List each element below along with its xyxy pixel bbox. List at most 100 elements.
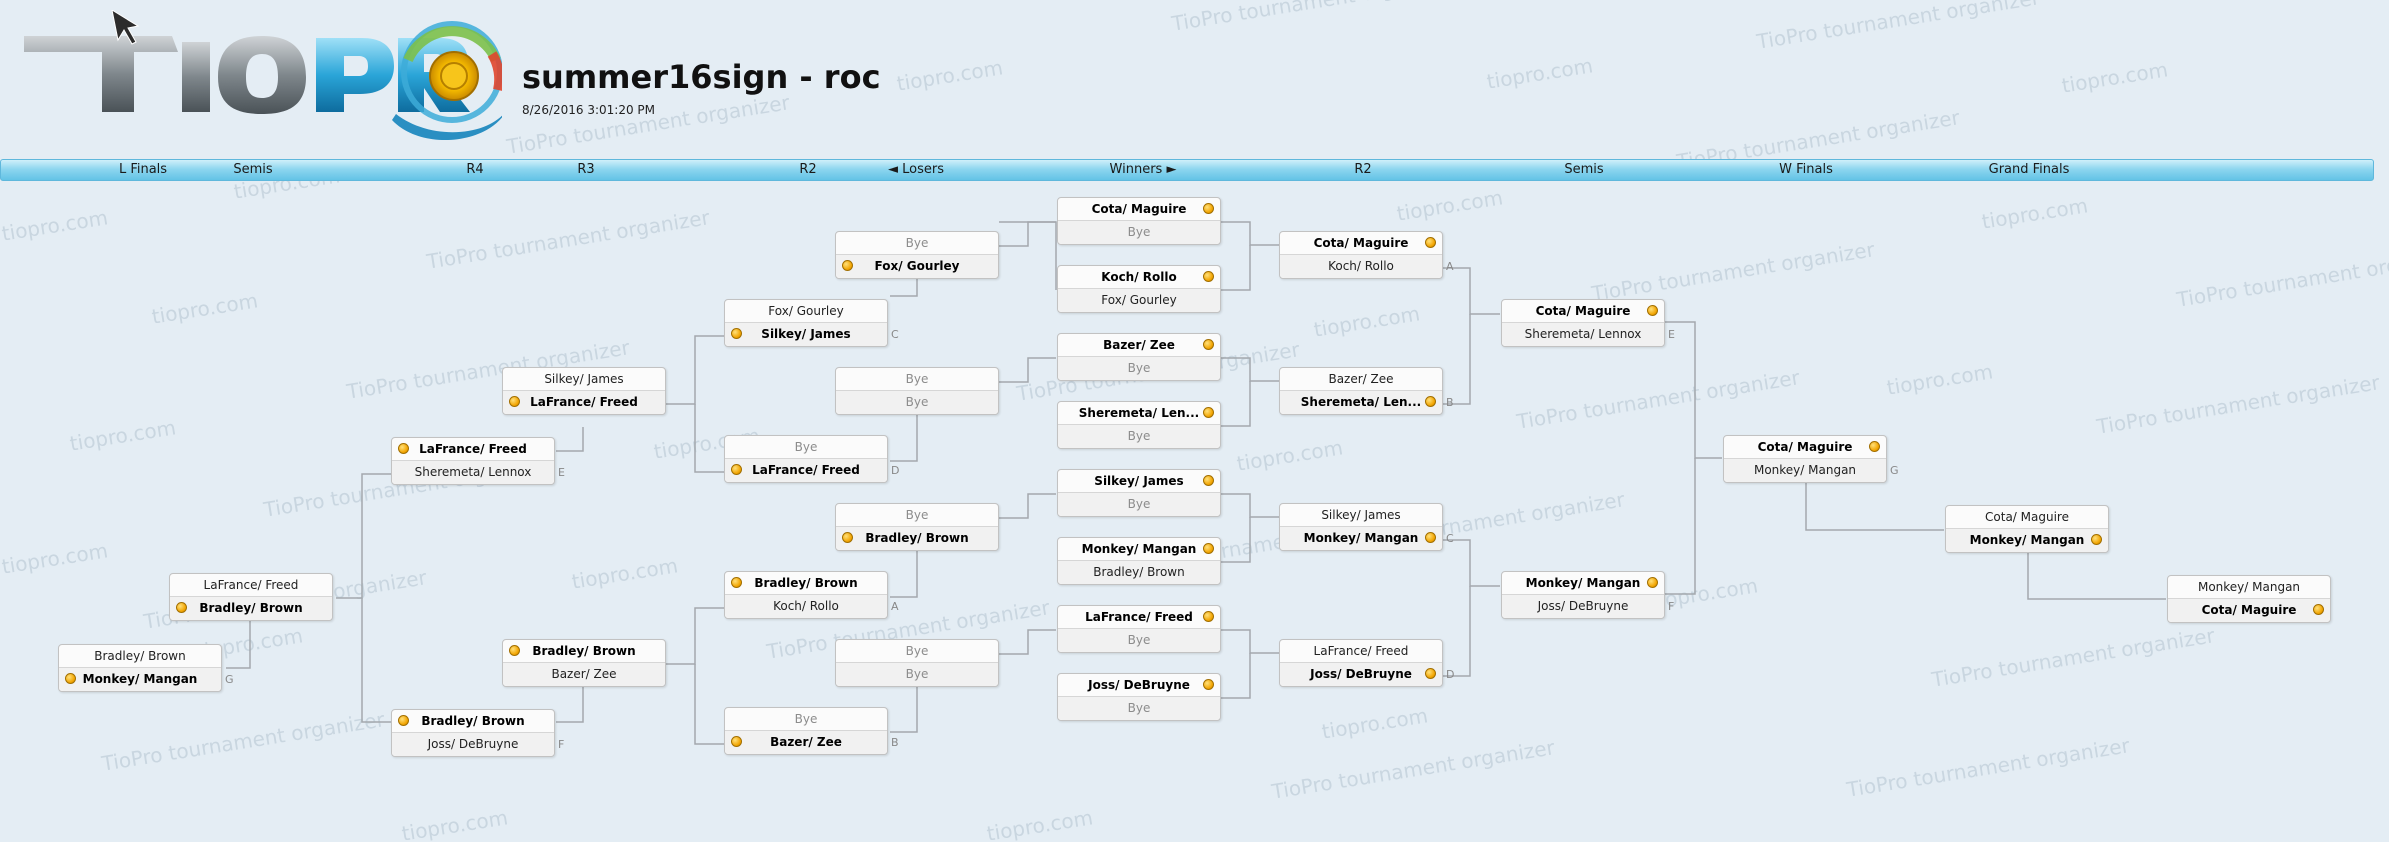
team-slot-bottom[interactable]: Bradley/ Brown	[170, 597, 332, 620]
team-slot-bottom[interactable]: Monkey/ Mangan	[1946, 529, 2108, 552]
team-slot-top[interactable]: Cota/ Maguire	[1946, 506, 2108, 529]
team-slot-top[interactable]: Bye	[725, 436, 887, 459]
team-name: Bye	[1127, 701, 1151, 715]
team-slot-bottom[interactable]: Silkey/ James	[725, 323, 887, 346]
team-slot-bottom[interactable]: Joss/ DeBruyne	[1280, 663, 1442, 686]
team-slot-bottom[interactable]: Joss/ DeBruyne	[392, 733, 554, 756]
team-slot-top[interactable]: Cota/ Maguire	[1058, 198, 1220, 221]
team-slot-bottom[interactable]: Bye	[836, 391, 998, 414]
team-slot-top[interactable]: Bazer/ Zee	[1058, 334, 1220, 357]
team-slot-top[interactable]: Bye	[836, 368, 998, 391]
team-slot-bottom[interactable]: Monkey/ Mangan	[59, 668, 221, 691]
team-slot-top[interactable]: Fox/ Gourley	[725, 300, 887, 323]
team-name: Joss/ DeBruyne	[1088, 678, 1190, 692]
team-slot-top[interactable]: Silkey/ James	[1058, 470, 1220, 493]
team-slot-top[interactable]: LaFrance/ Freed	[392, 438, 554, 461]
team-slot-bottom[interactable]: Sheremeta/ Lennox	[1502, 323, 1664, 346]
team-slot-top[interactable]: Joss/ DeBruyne	[1058, 674, 1220, 697]
team-slot-top[interactable]: Bye	[836, 504, 998, 527]
team-slot-bottom[interactable]: Monkey/ Mangan	[1280, 527, 1442, 550]
team-slot-bottom[interactable]: Cota/ Maguire	[2168, 599, 2330, 622]
team-slot-bottom[interactable]: Joss/ DeBruyne	[1502, 595, 1664, 618]
match-card[interactable]: Sheremeta/ Len...Bye	[1057, 401, 1221, 449]
team-slot-top[interactable]: LaFrance/ Freed	[170, 574, 332, 597]
team-slot-top[interactable]: Bye	[836, 232, 998, 255]
team-slot-top[interactable]: Cota/ Maguire	[1502, 300, 1664, 323]
team-slot-bottom[interactable]: LaFrance/ Freed	[503, 391, 665, 414]
team-slot-top[interactable]: Bye	[836, 640, 998, 663]
team-slot-bottom[interactable]: Bazer/ Zee	[725, 731, 887, 754]
team-slot-bottom[interactable]: Sheremeta/ Lennox	[392, 461, 554, 484]
team-slot-bottom[interactable]: Koch/ Rollo	[1280, 255, 1442, 278]
team-slot-top[interactable]: Bradley/ Brown	[725, 572, 887, 595]
team-slot-bottom[interactable]: Bazer/ Zee	[503, 663, 665, 686]
team-slot-bottom[interactable]: Bye	[1058, 629, 1220, 652]
team-slot-bottom[interactable]: Monkey/ Mangan	[1724, 459, 1886, 482]
team-slot-top[interactable]: Bradley/ Brown	[59, 645, 221, 668]
team-name: LaFrance/ Freed	[203, 578, 299, 592]
team-slot-top[interactable]: Monkey/ Mangan	[1502, 572, 1664, 595]
team-slot-bottom[interactable]: Bye	[1058, 221, 1220, 244]
team-slot-bottom[interactable]: Bye	[1058, 697, 1220, 720]
team-slot-top[interactable]: Silkey/ James	[1280, 504, 1442, 527]
team-slot-bottom[interactable]: Bye	[1058, 493, 1220, 516]
team-slot-bottom[interactable]: Bye	[1058, 357, 1220, 380]
team-slot-bottom[interactable]: Bradley/ Brown	[1058, 561, 1220, 584]
team-slot-top[interactable]: Monkey/ Mangan	[2168, 576, 2330, 599]
team-slot-bottom[interactable]: Fox/ Gourley	[836, 255, 998, 278]
team-slot-top[interactable]: Cota/ Maguire	[1280, 232, 1442, 255]
team-slot-top[interactable]: Koch/ Rollo	[1058, 266, 1220, 289]
team-slot-bottom[interactable]: Sheremeta/ Len...	[1280, 391, 1442, 414]
team-slot-bottom[interactable]: Koch/ Rollo	[725, 595, 887, 618]
team-slot-top[interactable]: LaFrance/ Freed	[1280, 640, 1442, 663]
connector-line	[226, 621, 251, 669]
team-slot-bottom[interactable]: LaFrance/ Freed	[725, 459, 887, 482]
team-slot-top[interactable]: Bazer/ Zee	[1280, 368, 1442, 391]
team-slot-bottom[interactable]: Fox/ Gourley	[1058, 289, 1220, 312]
connector-line	[361, 598, 391, 723]
team-slot-top[interactable]: Cota/ Maguire	[1724, 436, 1886, 459]
team-name: Cota/ Maguire	[1091, 202, 1187, 216]
team-slot-top[interactable]: Monkey/ Mangan	[1058, 538, 1220, 561]
team-slot-bottom[interactable]: Bradley/ Brown	[836, 527, 998, 550]
team-slot-top[interactable]: Bye	[725, 708, 887, 731]
team-slot-top[interactable]: Silkey/ James	[503, 368, 665, 391]
winner-dot-icon	[1203, 679, 1214, 690]
team-slot-top[interactable]: Sheremeta/ Len...	[1058, 402, 1220, 425]
team-slot-bottom[interactable]: Bye	[836, 663, 998, 686]
team-slot-top[interactable]: Bradley/ Brown	[392, 710, 554, 733]
team-slot-top[interactable]: Bradley/ Brown	[503, 640, 665, 663]
team-slot-top[interactable]: LaFrance/ Freed	[1058, 606, 1220, 629]
team-slot-bottom[interactable]: Bye	[1058, 425, 1220, 448]
